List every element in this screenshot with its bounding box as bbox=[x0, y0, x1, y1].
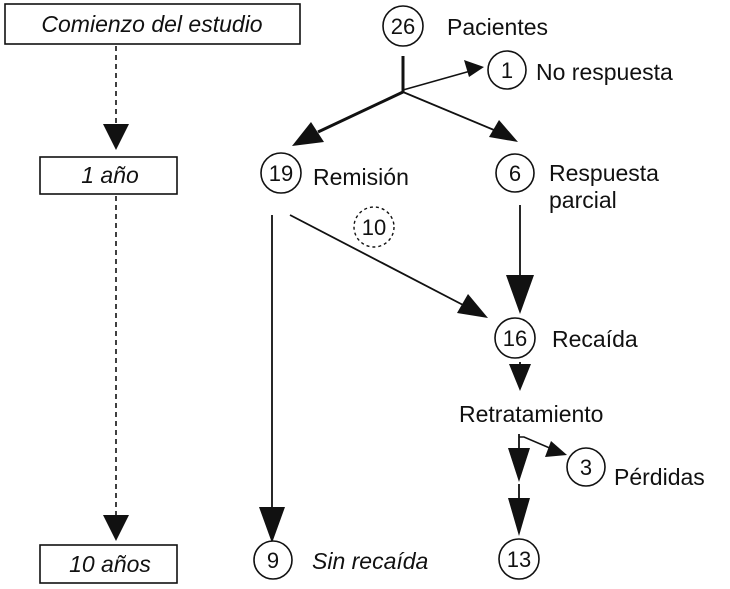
arrow-relapse-diagonal bbox=[457, 294, 488, 318]
lost-circle bbox=[566, 447, 606, 487]
remission-to-relapse-line bbox=[289, 214, 466, 307]
to-remission-line bbox=[317, 90, 404, 134]
arrow-after-retreat bbox=[508, 448, 530, 482]
node-final: 13 bbox=[498, 538, 540, 580]
final-count: 13 bbox=[507, 547, 531, 572]
node-retreatment: Retratamiento bbox=[459, 401, 603, 427]
node-no-response: 1 No respuesta bbox=[487, 50, 673, 90]
arrowheads bbox=[259, 60, 567, 543]
retreat-to-lost-line bbox=[519, 436, 553, 450]
node-no-relapse: 9 Sin recaída bbox=[253, 540, 428, 580]
remission-count: 19 bbox=[269, 161, 293, 186]
connectors bbox=[271, 56, 553, 512]
arrow-final bbox=[508, 498, 530, 536]
arrow-relapse-vertical bbox=[506, 275, 534, 314]
node-relapse: 16 Recaída bbox=[494, 317, 638, 359]
node-partial: 6 Respuesta parcial bbox=[495, 153, 659, 213]
relapse-label: Recaída bbox=[552, 326, 638, 352]
no-response-label: No respuesta bbox=[536, 59, 673, 85]
study-start-label: Comienzo del estudio bbox=[41, 11, 262, 37]
lost-count: 3 bbox=[580, 455, 592, 480]
arrow-no-response bbox=[464, 60, 484, 77]
timeline-arrow-2 bbox=[103, 515, 129, 541]
remission-label: Remisión bbox=[313, 164, 409, 190]
no-relapse-circle bbox=[253, 540, 293, 580]
timeline: Comienzo del estudio 1 año 10 años bbox=[4, 3, 301, 584]
to-partial-line bbox=[402, 91, 495, 131]
node-remission: 19 Remisión bbox=[260, 152, 409, 194]
arrow-lost bbox=[545, 441, 567, 457]
node-patients: 26 Pacientes bbox=[382, 5, 548, 47]
year-1-box bbox=[39, 156, 178, 195]
arrow-retreat bbox=[509, 364, 531, 391]
year-10-box bbox=[39, 544, 178, 584]
no-response-count: 1 bbox=[501, 58, 513, 83]
patients-count: 26 bbox=[391, 14, 415, 39]
no-relapse-label: Sin recaída bbox=[312, 548, 428, 574]
lost-label: Pérdidas bbox=[614, 464, 705, 490]
arrow-no-relapse bbox=[259, 507, 285, 543]
retreatment-label: Retratamiento bbox=[459, 401, 603, 427]
node-dashed: 10 bbox=[353, 206, 395, 248]
patients-circle bbox=[382, 5, 424, 47]
year-10-label: 10 años bbox=[69, 551, 151, 577]
to-no-response-line bbox=[402, 69, 475, 91]
node-lost: 3 Pérdidas bbox=[566, 447, 705, 490]
arrow-remission bbox=[292, 122, 324, 146]
study-start-box bbox=[4, 3, 301, 45]
relapse-count: 16 bbox=[503, 326, 527, 351]
patients-label: Pacientes bbox=[447, 14, 548, 40]
dashed-circle bbox=[353, 206, 395, 248]
timeline-arrow-1 bbox=[103, 124, 129, 150]
year-1-label: 1 año bbox=[81, 162, 139, 188]
no-response-circle bbox=[487, 50, 527, 90]
final-circle bbox=[498, 538, 540, 580]
remission-circle bbox=[260, 152, 302, 194]
relapse-circle bbox=[494, 317, 536, 359]
dashed-count: 10 bbox=[362, 215, 386, 240]
partial-label-line2: parcial bbox=[549, 187, 617, 213]
arrow-partial bbox=[489, 120, 518, 142]
partial-circle bbox=[495, 153, 535, 193]
partial-label-line1: Respuesta bbox=[549, 160, 659, 186]
no-relapse-count: 9 bbox=[267, 548, 279, 573]
partial-count: 6 bbox=[509, 161, 521, 186]
